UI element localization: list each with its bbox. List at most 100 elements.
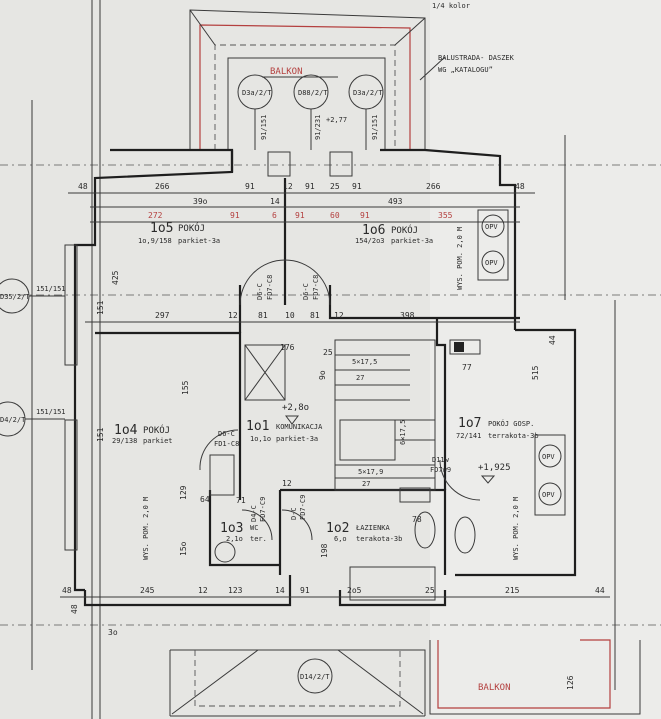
room-103-area: 2,1o	[226, 535, 243, 543]
dimension-row1-0: 48	[78, 182, 88, 191]
dimension-verticals-14: 25	[323, 348, 333, 357]
height-note-104: WYS. POM. 2,0 M	[142, 497, 150, 560]
dimension-verticals-0: 425	[111, 270, 120, 285]
room-107-name: POKÓJ GOSP.	[488, 419, 534, 428]
dimension-mid_row-6: 398	[400, 311, 415, 320]
window-pair-4: 151/151	[36, 285, 66, 293]
dimension-bottom_row-0: 48	[62, 586, 72, 595]
room-103-number: 1o3	[220, 521, 243, 536]
side-callout-upper: D35/2/T	[0, 293, 30, 301]
door-1-code: FD7-C8	[266, 275, 274, 300]
dimension-verticals-13: 9o	[318, 370, 327, 380]
dimension-row1-4: 91	[305, 182, 315, 191]
dimension-verticals-9: 48	[70, 604, 79, 614]
dimension-row1-1: 266	[155, 182, 170, 191]
room-104-number: 1o4	[114, 423, 138, 438]
dimension-row2-2: 493	[388, 197, 403, 206]
door-2-type: D6-C	[302, 283, 310, 300]
room-101-area: 1o,1o	[250, 435, 271, 443]
dimension-verticals-5: 15o	[179, 541, 188, 556]
dimension-verticals-6: 198	[320, 543, 329, 558]
room-104-area: 29/138	[112, 437, 137, 445]
room-105-floor: parkiet-3a	[178, 237, 220, 245]
dimension-row3-5: 91	[360, 211, 370, 220]
dimension-row3-6: 355	[438, 211, 453, 220]
dimension-verticals-8: 126	[566, 675, 575, 690]
dimension-row3-4: 60	[330, 211, 340, 220]
window-callout-left: D3a/2/T	[242, 89, 272, 97]
door-6-code: FD7-C9	[299, 495, 307, 520]
dimension-verticals-1: 151	[96, 300, 105, 315]
door-3-type: D6-C	[218, 430, 235, 438]
balustrade-note-2: WG „KATALOGU”	[438, 66, 493, 74]
opv-units: OPV OPV OPV OPV	[477, 209, 566, 516]
room-101-name: KOMUNIKACJA	[276, 423, 323, 431]
room-105-area: 1o,9/158	[138, 237, 172, 245]
room-101-floor: parkiet-3a	[276, 435, 318, 443]
dimension-verticals-4: 129	[179, 485, 188, 500]
dimension-verticals-2: 151	[96, 427, 105, 442]
door-5-type: D4-C	[250, 505, 258, 522]
dimension-verticals-19: 12	[282, 479, 292, 488]
room-106: 1o6 POKÓJ 154/2o3 parkiet-3a	[355, 223, 433, 245]
window-callout-right: D3a/2/T	[353, 89, 383, 97]
top-balcony: BALKON BALUSTRADA- DASZEK WG „KATALOGU” …	[189, 2, 515, 150]
dimension-bottom_row-4: 14	[275, 586, 285, 595]
exterior-walls	[64, 148, 577, 607]
room-106-area: 154/2o3	[355, 237, 385, 245]
dimension-row1-2: 91	[245, 182, 255, 191]
room-103-floor: ter.	[250, 535, 267, 543]
door-5-code: FD7-C9	[259, 497, 267, 522]
side-callout-lower: D4/2/T	[0, 416, 26, 424]
room-105-name: POKÓJ	[178, 222, 205, 234]
height-note-106: WYS. POM. 2,0 M	[456, 227, 464, 290]
side-callouts: D35/2/T D4/2/T 151/151 151/151	[0, 278, 66, 437]
room-103-name: WC	[250, 524, 258, 532]
bathroom-fixtures	[209, 339, 481, 601]
room-101: 1o1 KOMUNIKACJA 1o,1o parkiet-3a +2,8o	[246, 403, 323, 443]
room-107-floor: terrakota-3b	[488, 432, 539, 440]
room-107: 1o7 POKÓJ GOSP. 72/141 terrakota-3b +1,9…	[456, 416, 539, 484]
dimension-row1-8: 48	[515, 182, 525, 191]
dimension-row3-3: 91	[295, 211, 305, 220]
opv-label-3: OPV	[542, 453, 555, 461]
paper-fold	[430, 0, 661, 719]
dimension-row3-0: 272	[148, 211, 163, 220]
room-102-area: 6,o	[334, 535, 347, 543]
dimension-mid_row-1: 12	[228, 311, 238, 320]
door-6-type: D-C	[290, 507, 298, 520]
window-dimension-left: 91/151	[260, 115, 268, 140]
corner-note: 1/4 kolor	[432, 2, 470, 10]
stair-top-steps: 5×17,5	[352, 358, 377, 366]
room-106-floor: parkiet-3a	[391, 237, 433, 245]
dimension-bottom_row-5: 91	[300, 586, 310, 595]
dimension-bottom_row-7: 25	[425, 586, 435, 595]
door-3-code: FD1-C8	[214, 440, 239, 448]
opv-label-4: OPV	[542, 491, 555, 499]
room-103: 1o3 WC 2,1o ter.	[220, 521, 267, 543]
room-106-number: 1o6	[362, 223, 385, 238]
room-105: 1o5 POKÓJ 1o,9/158 parkiet-3a	[138, 221, 220, 245]
top-balcony-label: BALKON	[270, 67, 303, 77]
dimension-verticals-16: 71	[236, 496, 246, 505]
dimension-verticals-15: 77	[462, 363, 472, 372]
dimension-mid_row-3: 10	[285, 311, 295, 320]
dimension-bottom_row-8: 215	[505, 586, 520, 595]
room-107-number: 1o7	[458, 416, 481, 431]
dimension-row3-2: 6	[272, 211, 277, 220]
window-pair-5: 151/151	[36, 408, 66, 416]
room-106-name: POKÓJ	[391, 224, 418, 236]
dimension-verticals-7: 515	[531, 365, 540, 380]
level-marker-107: +1,925	[478, 463, 511, 473]
window-dimension-right: 91/151	[371, 115, 379, 140]
dimension-verticals-11: 44	[548, 335, 557, 345]
room-102: 1o2 ŁAZIENKA 6,o terakota-3b	[326, 521, 402, 543]
dimension-verticals-10: 3o	[108, 628, 118, 637]
dimension-mid_row-4: 81	[310, 311, 320, 320]
room-101-number: 1o1	[246, 419, 269, 434]
dimension-bottom_row-9: 44	[595, 586, 605, 595]
dimension-row2-1: 14	[270, 197, 280, 206]
room-107-area: 72/141	[456, 432, 481, 440]
opv-label-1: OPV	[485, 223, 498, 231]
